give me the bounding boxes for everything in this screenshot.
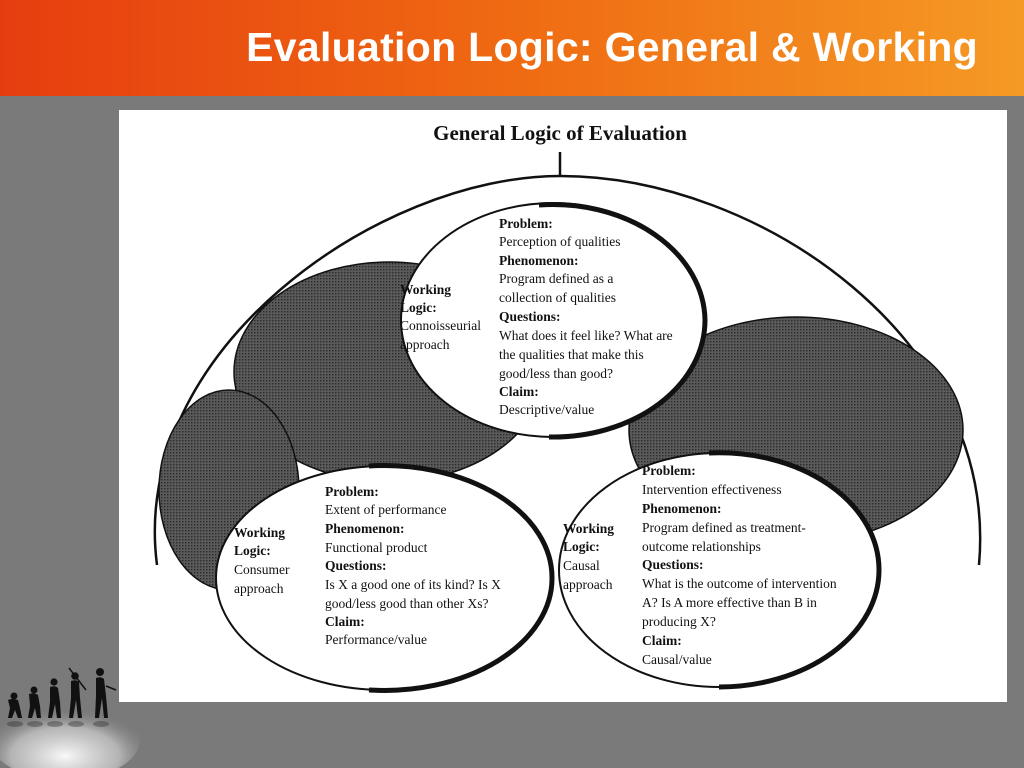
questions-value: A? Is A more effective than B in <box>642 595 817 610</box>
questions-value: What does it feel like? What are <box>499 328 673 343</box>
questions-label: Questions: <box>499 309 561 324</box>
approach-line: approach <box>234 581 284 596</box>
questions-value: Is X a good one of its kind? Is X <box>325 577 501 592</box>
problem-label: Problem: <box>499 216 553 231</box>
phenomenon-value: Program defined as a <box>499 271 613 286</box>
problem-value: Perception of qualities <box>499 234 620 249</box>
claim-label: Claim: <box>642 633 682 648</box>
questions-value: the qualities that make this <box>499 347 644 362</box>
questions-label: Questions: <box>325 558 387 573</box>
causal-text: Working Logic: Causal approach Problem: … <box>563 463 837 667</box>
approach-line: approach <box>400 337 450 352</box>
questions-value: good/less than good? <box>499 366 613 381</box>
logic-label: Logic: <box>400 300 437 315</box>
phenomenon-label: Phenomenon: <box>499 253 579 268</box>
causal-ellipse-shadow <box>708 450 882 690</box>
phenomenon-value: collection of qualities <box>499 290 616 305</box>
connoisseurial-text: Working Logic: Connoisseurial approach P… <box>400 216 673 417</box>
questions-value: good/less good than other Xs? <box>325 596 488 611</box>
claim-label: Claim: <box>499 384 539 399</box>
approach-line: Consumer <box>234 562 290 577</box>
connoisseurial-ellipse-shadow <box>538 202 708 440</box>
claim-value: Causal/value <box>642 652 712 667</box>
questions-label: Questions: <box>642 557 704 572</box>
consumer-ellipse-shadow <box>368 463 555 693</box>
claim-value: Performance/value <box>325 632 427 647</box>
diagram-panel: General Logic of Evaluation Working Logi… <box>119 110 1007 702</box>
phenomenon-label: Phenomenon: <box>642 501 722 516</box>
questions-value: What is the outcome of intervention <box>642 576 837 591</box>
consumer-text: Working Logic: Consumer approach Problem… <box>234 484 501 647</box>
phenomenon-value: Program defined as treatment- <box>642 520 806 535</box>
approach-line: Causal <box>563 558 600 573</box>
problem-value: Intervention effectiveness <box>642 482 782 497</box>
header-bar: Evaluation Logic: General & Working <box>0 0 1024 96</box>
approach-line: approach <box>563 577 613 592</box>
phenomenon-label: Phenomenon: <box>325 521 405 536</box>
problem-value: Extent of performance <box>325 502 446 517</box>
diagram-title: General Logic of Evaluation <box>433 121 687 145</box>
problem-label: Problem: <box>325 484 379 499</box>
logic-label: Logic: <box>563 539 600 554</box>
problem-label: Problem: <box>642 463 696 478</box>
logic-label: Logic: <box>234 543 271 558</box>
working-label: Working <box>563 521 614 536</box>
working-label: Working <box>400 282 451 297</box>
claim-value: Descriptive/value <box>499 402 594 417</box>
page-title: Evaluation Logic: General & Working <box>246 24 978 70</box>
evaluation-logic-diagram: General Logic of Evaluation Working Logi… <box>153 121 982 693</box>
phenomenon-value: outcome relationships <box>642 539 761 554</box>
questions-value: producing X? <box>642 614 716 629</box>
working-label: Working <box>234 525 285 540</box>
approach-line: Connoisseurial <box>400 318 481 333</box>
phenomenon-value: Functional product <box>325 540 428 555</box>
evolution-silhouette-icon <box>0 667 140 768</box>
claim-label: Claim: <box>325 614 365 629</box>
